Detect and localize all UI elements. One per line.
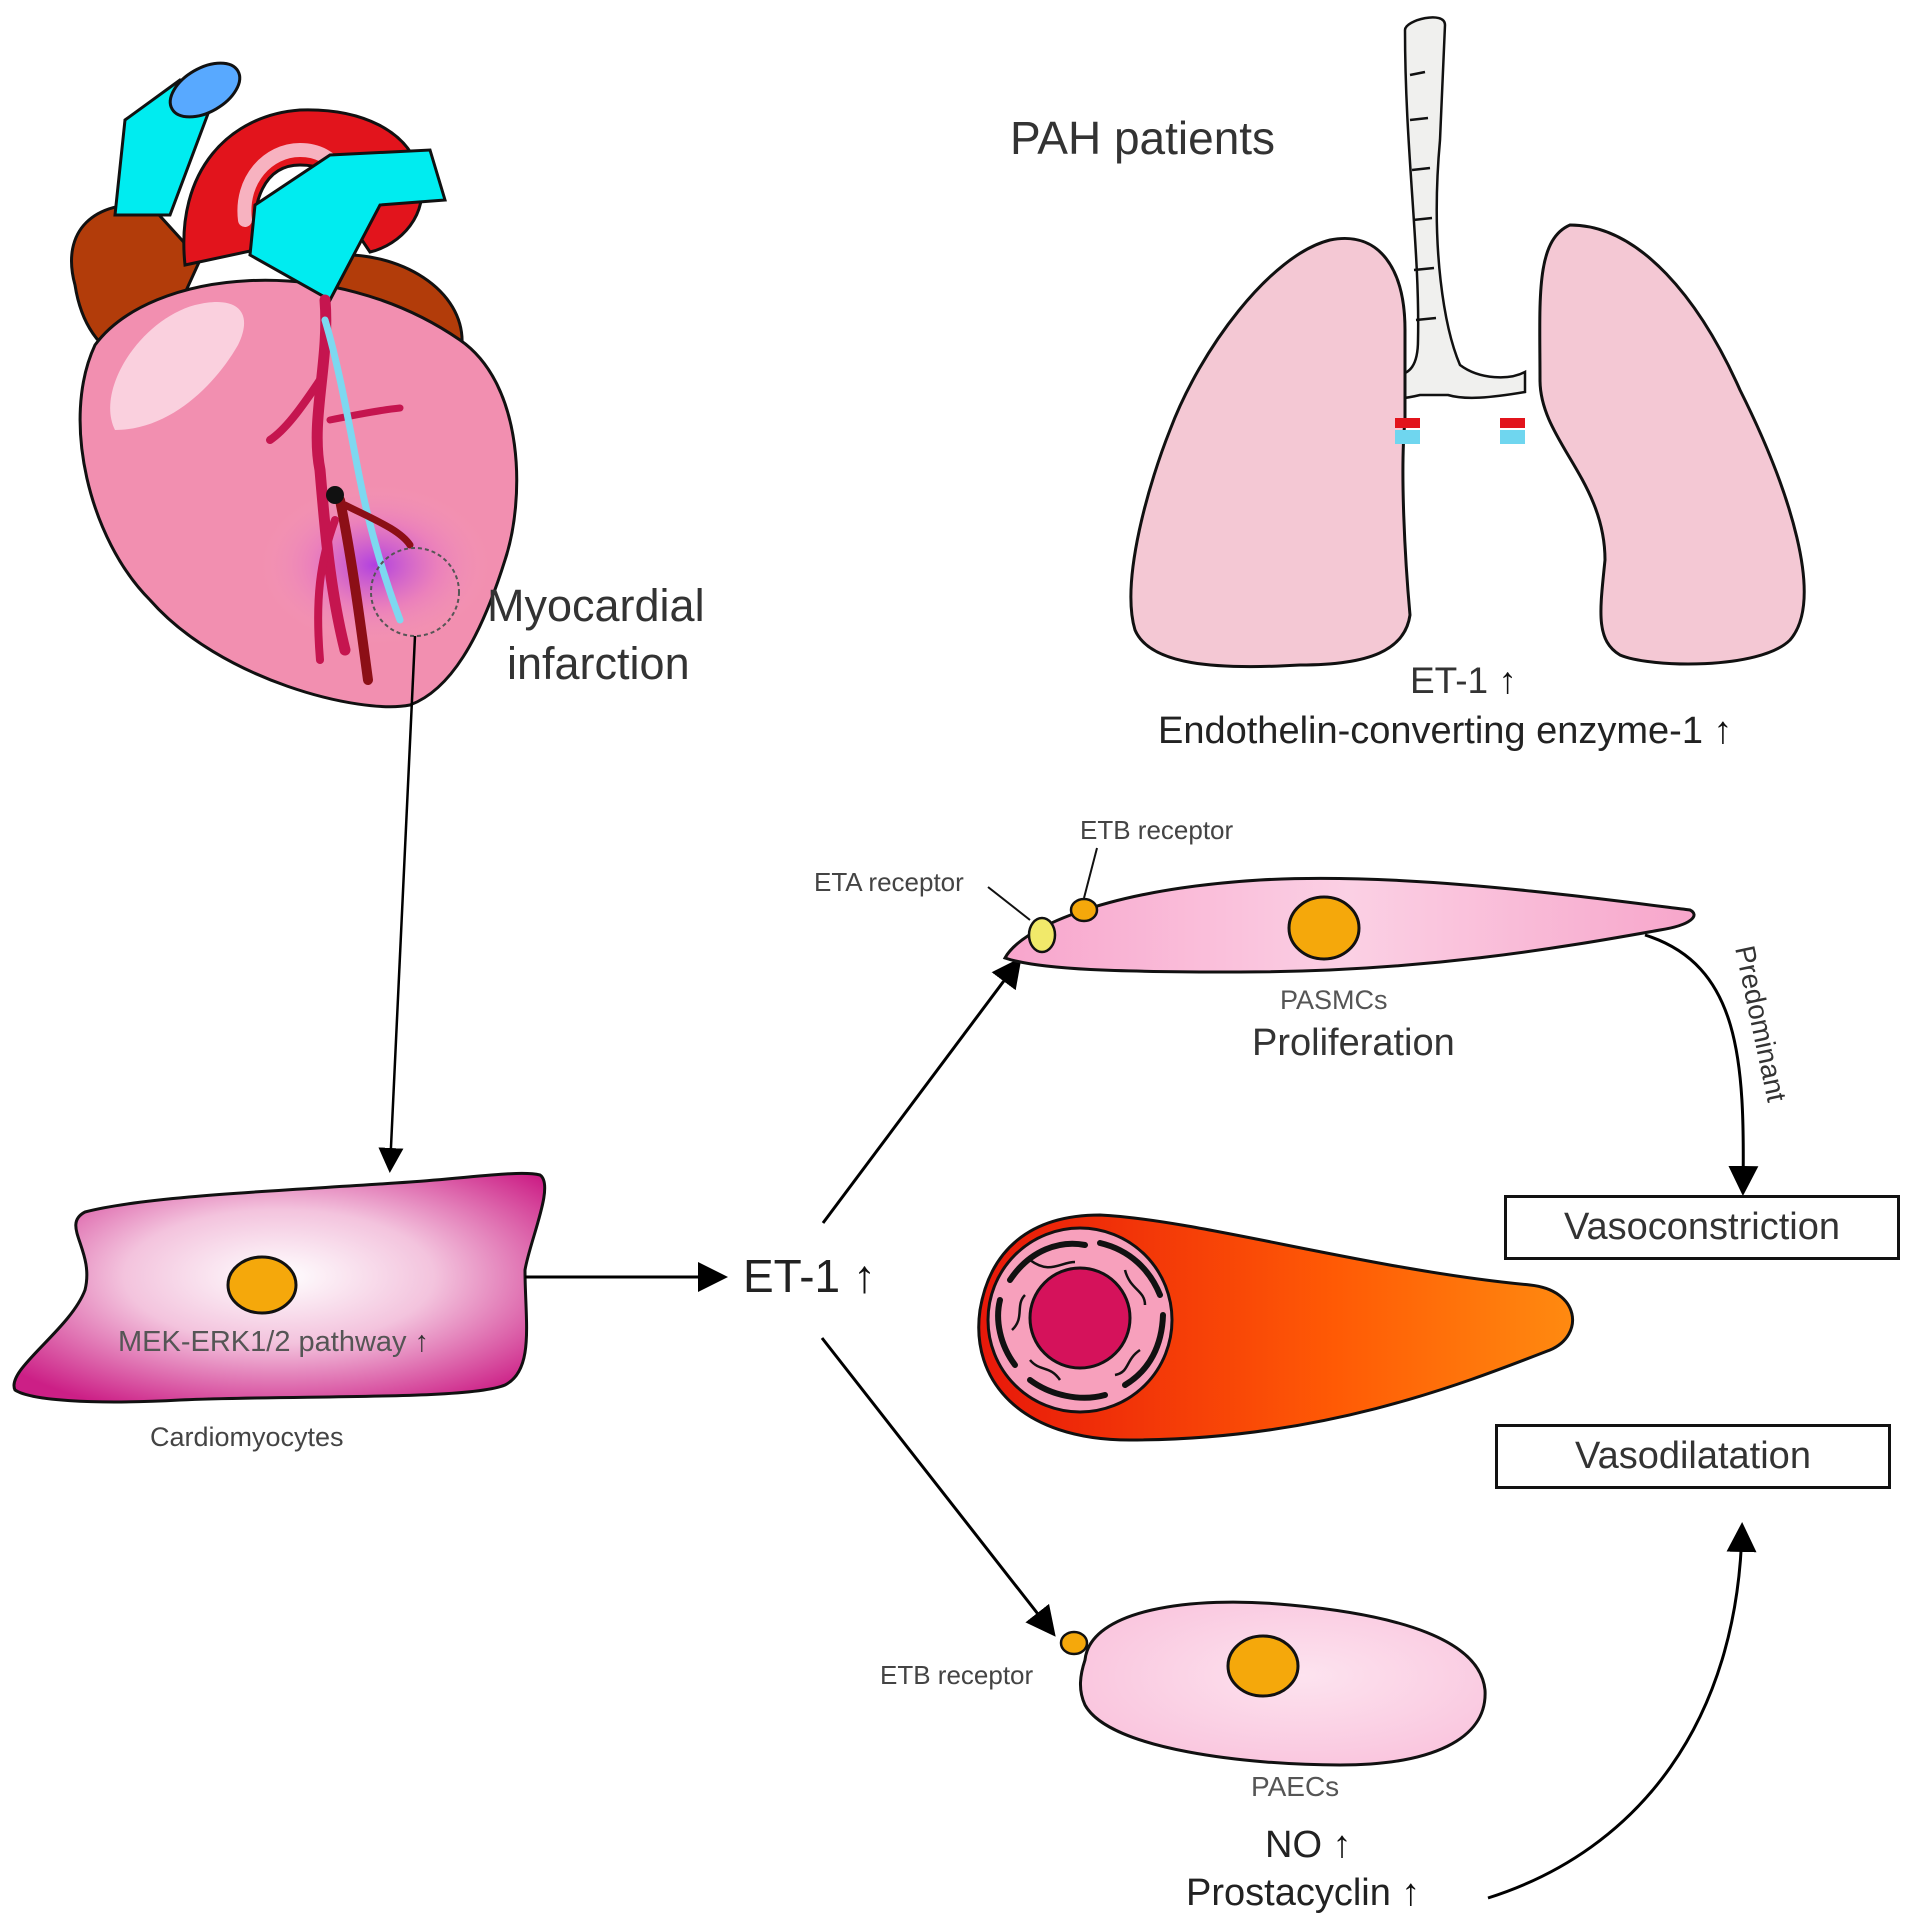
pathway-text: MEK-ERK1/2 pathway — [118, 1326, 407, 1358]
et1-center-label: ET-1 ↑ — [743, 1253, 876, 1299]
vasoconstriction-box: Vasoconstriction — [1504, 1195, 1900, 1260]
pasmc-cell — [987, 847, 1696, 974]
arrow-et1-to-paec — [820, 1337, 1056, 1637]
prostacyclin-text: Prostacyclin — [1186, 1872, 1391, 1914]
no-label: NO ↑ — [1265, 1826, 1352, 1864]
paecs-label: PAECs — [1251, 1771, 1340, 1802]
pasmcs-label: PASMCs — [1280, 985, 1388, 1015]
eta-receptor — [1027, 916, 1057, 954]
arrow-heart-to-cardiomyocyte — [378, 635, 417, 1173]
myocardial-infarction-label-line2: infarction — [507, 638, 690, 689]
vasodilatation-box: Vasodilatation — [1495, 1424, 1891, 1489]
prostacyclin-label: Prostacyclin ↑ — [1186, 1874, 1420, 1912]
no-text: NO — [1265, 1824, 1322, 1866]
arrow-et1-to-pasmc — [821, 957, 1022, 1224]
predominant-label: Predominant — [1729, 943, 1792, 1105]
pulmonary-artery — [248, 148, 447, 303]
infarct-focus-circle — [370, 547, 460, 637]
lung-marker-et1: ET-1 ↑ — [1410, 662, 1517, 699]
eta-receptor-label: ETA receptor — [814, 867, 964, 897]
lung-marker-ece1: Endothelin-converting enzyme-1 ↑ — [1158, 712, 1733, 750]
etb-receptor-paec-label: ETB receptor — [880, 1660, 1034, 1690]
pasmc-nucleus — [1287, 895, 1361, 961]
vessel-cross-section — [977, 1213, 1575, 1442]
paec-nucleus — [1226, 1634, 1300, 1698]
et1-center-text: ET-1 — [743, 1250, 841, 1302]
cardiomyocyte-cell — [12, 1171, 547, 1404]
etb-receptor-pasmc-label: ETB receptor — [1080, 815, 1234, 845]
left-lung — [1129, 237, 1412, 669]
up-arrow-icon: ↑ — [852, 1250, 876, 1302]
up-arrow-icon: ↑ — [1713, 710, 1733, 752]
cardiomyocyte-nucleus — [226, 1255, 298, 1315]
up-arrow-icon: ↑ — [414, 1326, 430, 1358]
pah-patients-title: PAH patients — [1010, 112, 1276, 164]
up-arrow-icon: ↑ — [1498, 660, 1517, 701]
lungs-illustration — [1129, 16, 1806, 669]
heart-illustration — [70, 61, 519, 709]
up-arrow-icon: ↑ — [1332, 1824, 1352, 1866]
lung-marker-ece1-text: Endothelin-converting enzyme-1 — [1158, 710, 1703, 752]
etb-receptor-pasmc — [1069, 897, 1099, 923]
arrow-paec-to-vasodilatation — [1487, 1522, 1757, 1900]
cardiomyocyte-pathway-label: MEK-ERK1/2 pathway ↑ — [118, 1328, 429, 1357]
up-arrow-icon: ↑ — [1401, 1872, 1421, 1914]
etb-receptor-paec — [1059, 1630, 1089, 1656]
myocardial-infarction-label-line1: Myocardial — [487, 580, 705, 631]
proliferation-label: Proliferation — [1252, 1022, 1455, 1064]
paec-cell — [1059, 1600, 1487, 1767]
arrow-pasmc-to-vasoconstriction — [1644, 933, 1759, 1196]
cardiomyocytes-label: Cardiomyocytes — [150, 1422, 344, 1452]
right-lung — [1538, 223, 1806, 666]
vessel-lumen — [1028, 1266, 1132, 1370]
lung-marker-et1-text: ET-1 — [1410, 660, 1489, 701]
